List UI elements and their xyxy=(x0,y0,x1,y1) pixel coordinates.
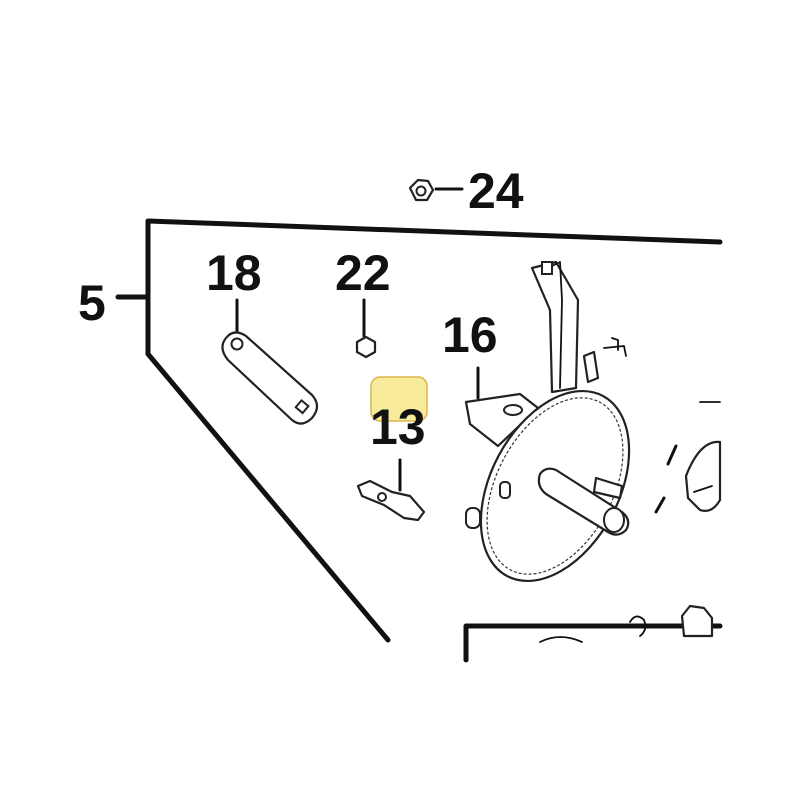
disc-assembly-16 xyxy=(464,260,631,583)
callout-18[interactable]: 18 xyxy=(206,245,262,301)
nut-22 xyxy=(355,298,377,359)
partial-right-parts xyxy=(539,401,722,643)
assembly-frame-lower xyxy=(463,623,723,663)
callout-24[interactable]: 24 xyxy=(468,163,524,219)
nut-24 xyxy=(408,178,464,202)
callout-5[interactable]: 5 xyxy=(78,275,106,331)
callout-16[interactable]: 16 xyxy=(442,307,498,363)
link-arm-18 xyxy=(221,298,319,425)
pin-13 xyxy=(356,458,426,522)
callout-22[interactable]: 22 xyxy=(335,245,391,301)
callout-13[interactable]: 13 xyxy=(370,399,426,455)
assembly-frame xyxy=(145,218,723,643)
callout-13-highlight[interactable] xyxy=(370,376,428,422)
